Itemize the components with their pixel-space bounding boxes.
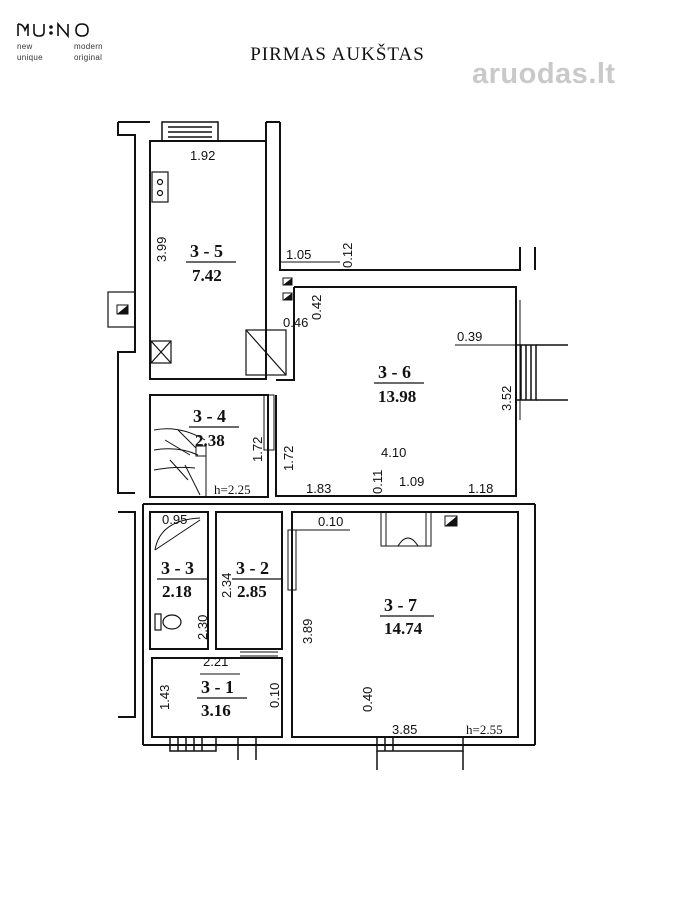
room-id-3-5: 3 - 5 [190, 241, 223, 261]
brand-tag-modern: modern [74, 42, 103, 51]
ceiling-heights: h=2.25 h=2.55 [214, 482, 503, 737]
dim-label: 0.12 [340, 243, 355, 268]
height-label: h=2.25 [214, 482, 251, 497]
room-area-3-1: 3.16 [201, 701, 231, 720]
room-id-3-2: 3 - 2 [236, 558, 269, 578]
dim-label: 3.85 [392, 722, 417, 737]
dim-label: 2.34 [219, 573, 234, 598]
brand-logo [17, 21, 89, 39]
dim-label: 3.89 [300, 619, 315, 644]
room-labels: 3 - 5 7.42 3 - 6 13.98 3 - 4 2.38 3 - 3 … [157, 241, 434, 720]
dim-label: 1.72 [250, 437, 265, 462]
dim-label: 3.99 [154, 237, 169, 262]
dim-label: 2.21 [203, 654, 228, 669]
room-area-3-6: 13.98 [378, 387, 416, 406]
dim-label: 0.11 [370, 470, 385, 494]
dim-label: 1.43 [157, 685, 172, 710]
dim-label: 0.46 [283, 315, 308, 330]
brand-tag-new: new [17, 42, 33, 51]
right-steps [515, 344, 568, 401]
room-id-3-3: 3 - 3 [161, 558, 194, 578]
brand-tag-unique: unique [17, 53, 43, 62]
dim-label: 1.92 [190, 148, 215, 163]
dimension-lines [200, 261, 521, 675]
room-area-3-5: 7.42 [192, 266, 222, 285]
room-area-3-4: 2.38 [195, 431, 225, 450]
walls [117, 121, 536, 746]
room-id-3-4: 3 - 4 [193, 406, 226, 426]
room-area-3-3: 2.18 [162, 582, 192, 601]
dim-label: 0.95 [162, 512, 187, 527]
page-title: PIRMAS AUKŠTAS [250, 44, 425, 65]
room-id-3-6: 3 - 6 [378, 362, 411, 382]
room-id-3-7: 3 - 7 [384, 595, 417, 615]
dim-label: 1.18 [468, 481, 493, 496]
fixtures [107, 171, 287, 631]
room-area-3-2: 2.85 [237, 582, 267, 601]
dim-label: 0.39 [457, 329, 482, 344]
dim-label: 0.10 [318, 514, 343, 529]
dimension-labels: 1.92 3.99 1.05 0.12 0.42 0.46 0.39 3.52 … [154, 148, 514, 737]
doors [154, 394, 432, 657]
spiral-stair [153, 428, 207, 497]
height-label: h=2.55 [466, 722, 503, 737]
dim-label: 2.30 [195, 615, 210, 640]
dim-label: 0.10 [267, 683, 282, 708]
dim-label: 1.09 [399, 474, 424, 489]
room-area-3-7: 14.74 [384, 619, 423, 638]
dim-label: 1.72 [281, 446, 296, 471]
meter-boxes [116, 277, 458, 527]
dim-label: 0.42 [309, 295, 324, 320]
dim-label: 1.05 [286, 247, 311, 262]
dim-label: 4.10 [381, 445, 406, 460]
top-window [161, 121, 219, 142]
dim-label: 0.40 [360, 687, 375, 712]
room-id-3-1: 3 - 1 [201, 677, 234, 697]
watermark: aruodas.lt [472, 58, 616, 90]
brand-tag-original: original [74, 53, 103, 62]
dim-label: 1.83 [306, 481, 331, 496]
bottom-steps [169, 736, 464, 770]
dim-label: 3.52 [499, 386, 514, 411]
